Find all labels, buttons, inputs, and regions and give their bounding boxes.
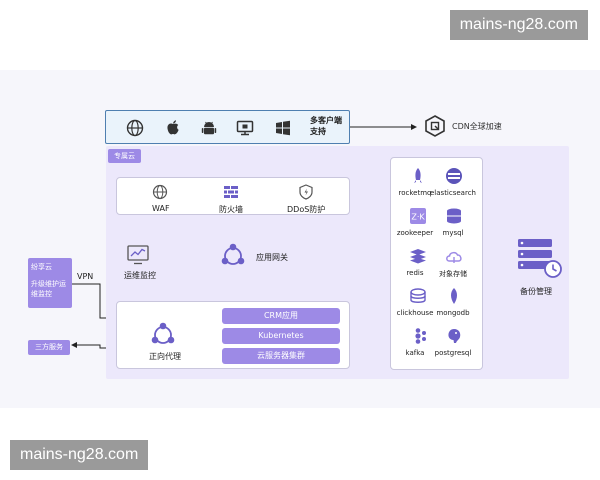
cdn-icon (425, 115, 445, 137)
clients-bar (105, 110, 350, 144)
middleware-label-mysql: mysql (442, 229, 464, 237)
elastic-icon (446, 168, 462, 184)
vpn-label: VPN (77, 272, 94, 281)
zookeeper-icon: Z·K (410, 208, 426, 224)
proxy-icon (151, 322, 175, 344)
server-cluster-bar: 云服务器集群 (222, 348, 340, 364)
middleware-label-elasticsearch: elasticsearch (430, 189, 476, 197)
third-party-box: 三方服务 (28, 340, 70, 355)
apple-icon (167, 120, 179, 135)
firewall-label: 防火墙 (219, 205, 243, 214)
middleware-label-对象存储: 对象存储 (439, 270, 467, 278)
middleware-panel (390, 157, 483, 370)
watermark-bottom: mains-ng28.com (10, 440, 149, 470)
middleware-label-mongodb: mongodb (436, 309, 470, 317)
rocket-icon (414, 168, 422, 183)
middleware-label-zookeeper: zookeeper (396, 229, 434, 237)
ops-box: 纷享云 升级维护运维监控 (28, 258, 72, 308)
svg-text:Z·K: Z·K (411, 213, 425, 222)
kafka-icon (415, 328, 426, 344)
kubernetes-bar: Kubernetes (222, 328, 340, 344)
browser-icon (126, 119, 144, 137)
middleware-label-kafka: kafka (405, 349, 425, 357)
ddos-label: DDoS防护 (287, 205, 326, 214)
ops-title: 纷享云 (31, 263, 52, 271)
android-icon (201, 121, 217, 135)
waf-icon (152, 184, 168, 200)
firewall-icon (224, 186, 238, 198)
gateway-icon (221, 243, 245, 265)
mongodb-icon (451, 288, 457, 304)
desktop-icon (236, 120, 254, 136)
ops-subtitle: 升级维护运维监控 (31, 280, 66, 298)
windows-icon (276, 120, 290, 136)
middleware-label-postgresql: postgresql (434, 349, 472, 357)
shield-icon (299, 184, 313, 200)
cdn-label: CDN全球加速 (452, 122, 502, 131)
backup-icon (518, 239, 562, 278)
cloud-tag: 专属云 (108, 149, 141, 163)
gateway-label: 应用网关 (256, 253, 288, 262)
monitor-label: 运维监控 (124, 271, 156, 280)
middleware-label-redis: redis (406, 269, 424, 277)
database-icon (447, 208, 461, 224)
watermark-top: mains-ng28.com (449, 10, 588, 40)
postgresql-icon (448, 329, 461, 343)
waf-label: WAF (152, 204, 170, 213)
clickhouse-icon (410, 288, 426, 303)
middleware-label-rocketmq: rocketmq (398, 189, 432, 197)
monitor-icon (127, 245, 149, 265)
crm-app-bar: CRM应用 (222, 308, 340, 324)
clients-label: 多客户端支持 (310, 116, 342, 136)
cloud-storage-icon (446, 251, 462, 263)
proxy-label: 正向代理 (149, 352, 181, 361)
backup-label: 备份管理 (520, 287, 552, 296)
middleware-label-clickhouse: clickhouse (396, 309, 434, 317)
redis-icon (410, 249, 426, 264)
